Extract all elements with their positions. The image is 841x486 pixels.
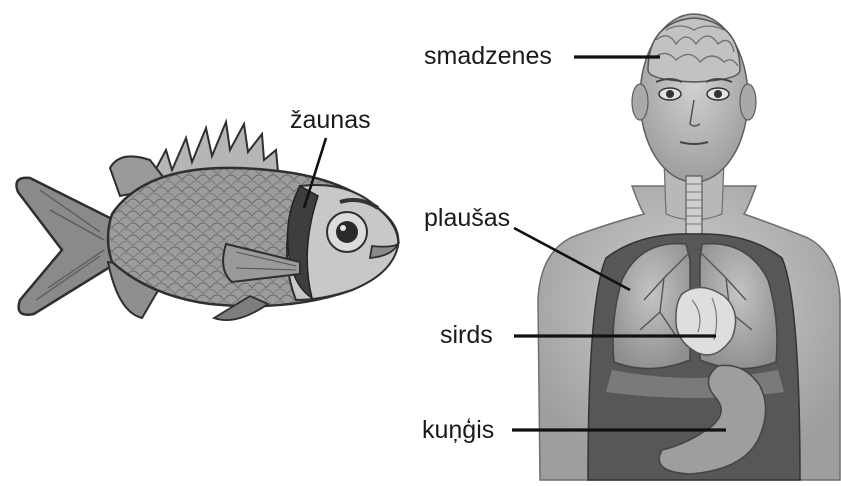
fish-illustration [17, 122, 399, 320]
human-brain [648, 18, 740, 82]
human-illustration [538, 14, 840, 480]
label-brain: smadzenes [424, 42, 552, 70]
label-gills: žaunas [290, 106, 371, 134]
fish-tail-fin [17, 178, 119, 315]
human-trachea [686, 176, 702, 236]
label-lungs: plaušas [424, 204, 510, 232]
label-stomach: kuņģis [422, 416, 494, 444]
label-heart: sirds [440, 321, 493, 349]
